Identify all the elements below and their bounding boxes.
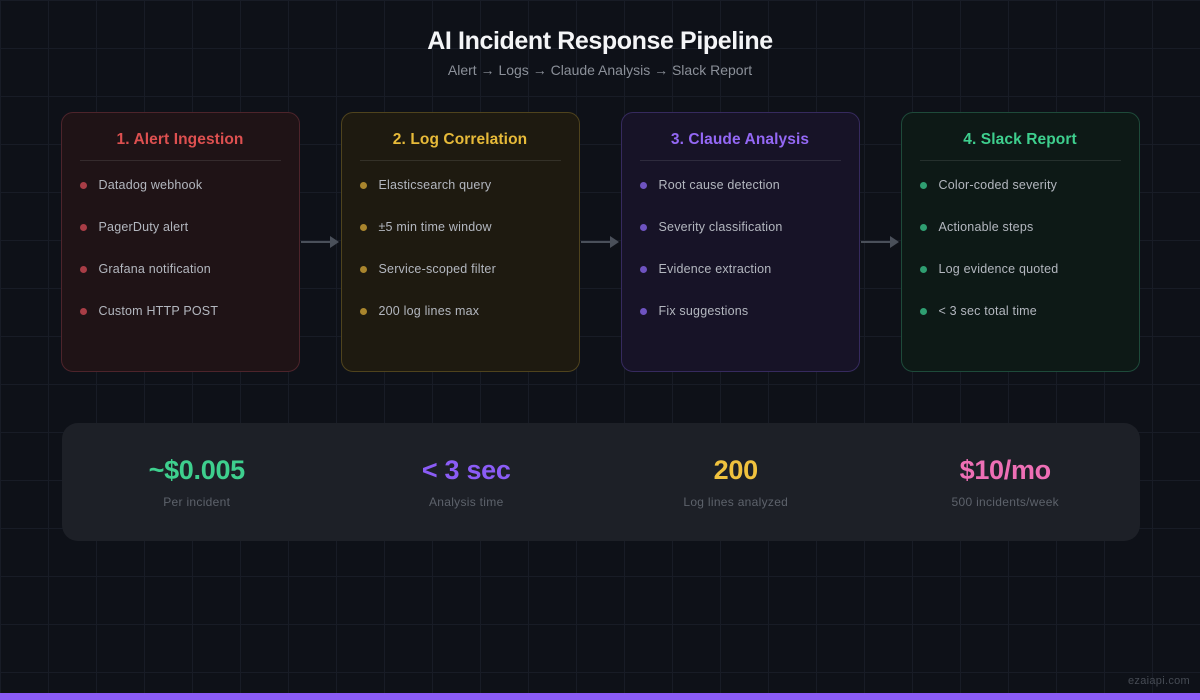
card-item-label: PagerDuty alert [98, 220, 189, 234]
stat-per-incident: ~$0.005 Per incident [62, 455, 332, 509]
card-item-label: Evidence extraction [658, 262, 772, 276]
list-item: Evidence extraction [639, 248, 841, 290]
card-item-label: Service-scoped filter [378, 262, 496, 276]
page-title: AI Incident Response Pipeline [427, 27, 773, 55]
card-item-label: Elasticsearch query [378, 178, 492, 192]
list-item: Custom HTTP POST [79, 290, 281, 332]
card-title: 4. Slack Report [963, 131, 1077, 148]
stat-value: 200 [713, 455, 758, 485]
pipeline-card-log-correlation: 2. Log Correlation Elasticsearch query ±… [340, 112, 580, 372]
list-item: Root cause detection [639, 164, 841, 206]
bullet-dot-icon [79, 223, 87, 231]
arrow-head [890, 236, 899, 248]
card-item-label: < 3 sec total time [938, 304, 1037, 318]
watermark: ezaiapi.com [1128, 675, 1190, 687]
list-item: 200 log lines max [359, 290, 561, 332]
stat-value: ~$0.005 [148, 455, 246, 485]
card-divider [639, 160, 841, 161]
card-divider [919, 160, 1121, 161]
bullet-dot-icon [359, 223, 367, 231]
arrow-line [581, 241, 611, 243]
card-item-list: Datadog webhook PagerDuty alert Grafana … [62, 164, 299, 332]
bullet-dot-icon [79, 265, 87, 273]
stats-bar: ~$0.005 Per incident < 3 sec Analysis ti… [62, 423, 1140, 541]
pipeline-card-claude-analysis: 3. Claude Analysis Root cause detection … [620, 112, 860, 372]
list-item: Fix suggestions [639, 290, 841, 332]
list-item: < 3 sec total time [919, 290, 1121, 332]
stat-analysis-time: < 3 sec Analysis time [332, 455, 602, 509]
card-item-list: Root cause detection Severity classifica… [622, 164, 859, 332]
card-title: 3. Claude Analysis [670, 131, 810, 148]
list-item: Elasticsearch query [359, 164, 561, 206]
bullet-dot-icon [919, 181, 927, 189]
arrow-line [861, 241, 891, 243]
card-item-label: Severity classification [658, 220, 783, 234]
card-divider [79, 160, 281, 161]
card-item-label: Log evidence quoted [938, 262, 1059, 276]
stat-value: < 3 sec [421, 455, 511, 485]
card-title: 2. Log Correlation [392, 131, 528, 148]
card-title: 1. Alert Ingestion [116, 131, 244, 148]
card-item-label: Datadog webhook [98, 178, 203, 192]
bullet-dot-icon [919, 307, 927, 315]
stat-value: $10/mo [959, 455, 1052, 485]
card-item-label: Fix suggestions [658, 304, 749, 318]
card-item-list: Elasticsearch query ±5 min time window S… [342, 164, 579, 332]
pipeline-row: 1. Alert Ingestion Datadog webhook Pager… [0, 112, 1200, 372]
arrow-head [610, 236, 619, 248]
bullet-dot-icon [639, 223, 647, 231]
card-item-list: Color-coded severity Actionable steps Lo… [902, 164, 1139, 332]
page-header: AI Incident Response Pipeline Alert → Lo… [0, 0, 1200, 78]
list-item: Service-scoped filter [359, 248, 561, 290]
card-item-label: ±5 min time window [378, 220, 492, 234]
list-item: Datadog webhook [79, 164, 281, 206]
stat-label: Per incident [163, 495, 231, 509]
bullet-dot-icon [639, 307, 647, 315]
bullet-dot-icon [639, 181, 647, 189]
arrow-head [330, 236, 339, 248]
flow-arrow-icon [860, 112, 901, 372]
list-item: PagerDuty alert [79, 206, 281, 248]
flow-arrow-icon [580, 112, 621, 372]
list-item: Color-coded severity [919, 164, 1121, 206]
card-item-label: Root cause detection [658, 178, 780, 192]
list-item: Log evidence quoted [919, 248, 1121, 290]
footer-accent-bar [0, 693, 1200, 700]
page-subtitle: Alert → Logs → Claude Analysis → Slack R… [447, 62, 753, 78]
bullet-dot-icon [359, 265, 367, 273]
bullet-dot-icon [359, 181, 367, 189]
stat-log-lines: 200 Log lines analyzed [601, 455, 871, 509]
bullet-dot-icon [79, 307, 87, 315]
list-item: Grafana notification [79, 248, 281, 290]
stat-label: Log lines analyzed [683, 495, 789, 509]
card-item-label: Grafana notification [98, 262, 211, 276]
stat-label: Analysis time [428, 495, 504, 509]
bullet-dot-icon [919, 265, 927, 273]
flow-arrow-icon [300, 112, 341, 372]
list-item: ±5 min time window [359, 206, 561, 248]
bullet-dot-icon [79, 181, 87, 189]
card-item-label: Actionable steps [938, 220, 1034, 234]
pipeline-card-slack-report: 4. Slack Report Color-coded severity Act… [900, 112, 1140, 372]
bullet-dot-icon [639, 265, 647, 273]
arrow-line [301, 241, 331, 243]
card-divider [359, 160, 561, 161]
list-item: Severity classification [639, 206, 841, 248]
card-item-label: 200 log lines max [378, 304, 480, 318]
stat-label: 500 incidents/week [951, 495, 1059, 509]
bullet-dot-icon [919, 223, 927, 231]
stat-monthly-cost: $10/mo 500 incidents/week [871, 455, 1141, 509]
card-item-label: Color-coded severity [938, 178, 1058, 192]
pipeline-card-alert-ingestion: 1. Alert Ingestion Datadog webhook Pager… [60, 112, 300, 372]
bullet-dot-icon [359, 307, 367, 315]
list-item: Actionable steps [919, 206, 1121, 248]
card-item-label: Custom HTTP POST [98, 304, 219, 318]
